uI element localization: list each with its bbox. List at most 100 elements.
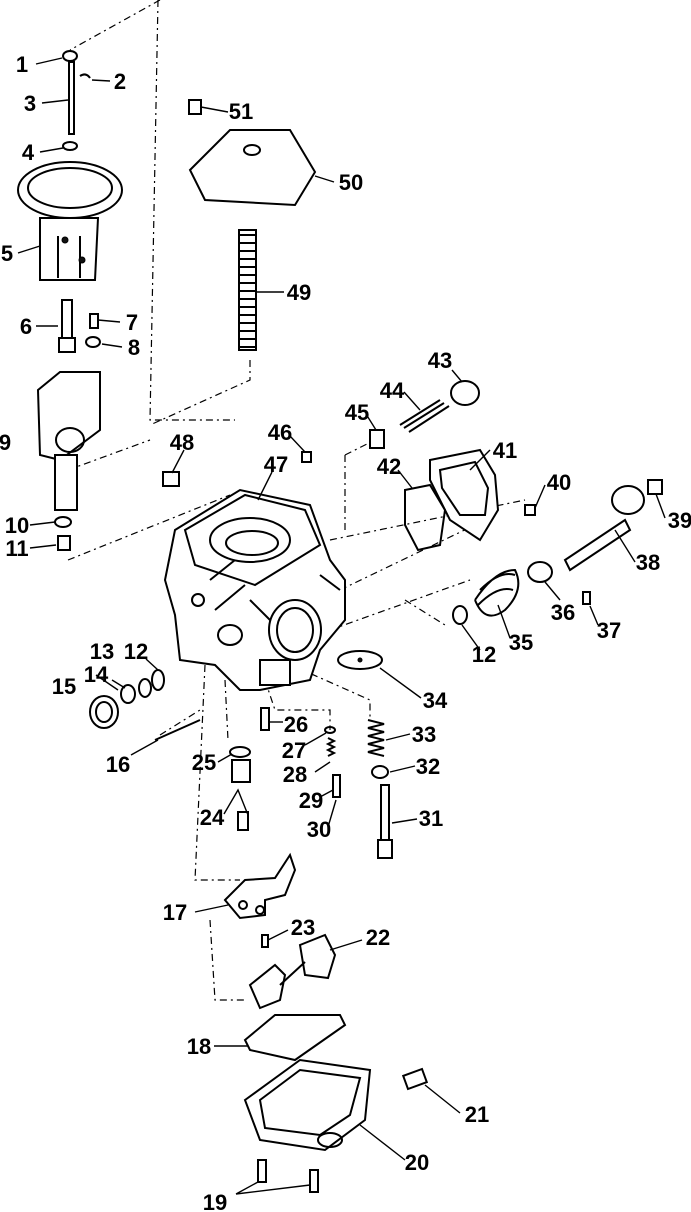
part-5-diaphragm-slide bbox=[17, 161, 123, 281]
callout-47: 47 bbox=[264, 452, 288, 477]
callout-29: 29 bbox=[299, 788, 323, 813]
callout-46: 46 bbox=[268, 420, 292, 445]
part-44-spring bbox=[399, 399, 450, 433]
callout-49: 49 bbox=[287, 280, 311, 305]
part-46-screw bbox=[301, 451, 312, 463]
part-48-screw bbox=[162, 471, 180, 487]
part-28-spring bbox=[325, 737, 337, 757]
callout-45: 45 bbox=[345, 400, 369, 425]
part-31-bolt bbox=[377, 784, 393, 859]
part-25-oring bbox=[229, 746, 251, 758]
callout-12: 12 bbox=[124, 639, 148, 664]
part-18-gasket bbox=[243, 1014, 347, 1062]
callout-21: 21 bbox=[465, 1102, 489, 1127]
callout-17: 17 bbox=[163, 900, 187, 925]
part-36-bushing bbox=[527, 561, 553, 583]
callout-11: 11 bbox=[5, 536, 28, 561]
callout-34: 34 bbox=[423, 688, 448, 713]
part-34-valve-plate bbox=[337, 650, 383, 670]
callout-38: 38 bbox=[636, 550, 660, 575]
callout-23: 23 bbox=[291, 915, 315, 940]
part-42-gasket bbox=[404, 483, 447, 552]
callout-14: 14 bbox=[84, 662, 109, 687]
part-22-float bbox=[248, 933, 337, 1010]
callout-12-second: 12 bbox=[472, 642, 496, 667]
callout-41: 41 bbox=[493, 438, 517, 463]
part-19-screws bbox=[257, 1159, 319, 1193]
callout-33: 33 bbox=[412, 722, 436, 747]
part-14-clip bbox=[120, 684, 136, 704]
part-10-oring bbox=[54, 516, 72, 528]
leader-lines bbox=[17, 57, 666, 1195]
part-1-cap bbox=[62, 50, 78, 62]
callout-10: 10 bbox=[5, 513, 29, 538]
callout-27: 27 bbox=[282, 738, 306, 763]
callout-39: 39 bbox=[668, 508, 691, 533]
callout-26: 26 bbox=[284, 712, 308, 737]
part-41-cover bbox=[429, 448, 500, 542]
part-26-jet bbox=[260, 707, 270, 731]
callout-30: 30 bbox=[307, 817, 331, 842]
callout-35: 35 bbox=[509, 630, 533, 655]
part-40-screw bbox=[524, 504, 536, 516]
callout-1: 1 bbox=[16, 52, 28, 77]
part-51-screw bbox=[188, 99, 202, 115]
part-33-spring bbox=[367, 719, 385, 757]
part-27-oring bbox=[324, 726, 336, 734]
part-4-washer bbox=[62, 141, 78, 151]
carburetor-body bbox=[163, 488, 346, 691]
part-12-washer bbox=[151, 669, 165, 691]
callout-7: 7 bbox=[126, 310, 138, 335]
callout-13: 13 bbox=[90, 639, 114, 664]
callout-6: 6 bbox=[20, 314, 32, 339]
callout-5: 5 bbox=[1, 241, 13, 266]
part-2-clip bbox=[79, 73, 91, 79]
callout-9: 9 bbox=[0, 430, 11, 455]
part-50-top-cover bbox=[188, 129, 317, 207]
part-6-jet bbox=[58, 299, 76, 353]
callout-44: 44 bbox=[380, 378, 405, 403]
callout-4: 4 bbox=[22, 140, 35, 165]
part-12b-washer bbox=[452, 605, 468, 625]
part-45-plunger bbox=[369, 429, 385, 449]
part-13-washer bbox=[138, 678, 152, 698]
callout-8: 8 bbox=[128, 335, 140, 360]
callout-42: 42 bbox=[377, 454, 401, 479]
callout-37: 37 bbox=[597, 618, 621, 643]
part-39-cap bbox=[647, 479, 663, 495]
callout-3: 3 bbox=[24, 91, 36, 116]
part-3-needle bbox=[68, 61, 75, 135]
callout-32: 32 bbox=[416, 754, 440, 779]
part-32-washer bbox=[371, 765, 389, 779]
part-43-cap bbox=[450, 380, 480, 406]
part-21-drain-screw bbox=[401, 1067, 429, 1091]
callout-25: 25 bbox=[192, 750, 216, 775]
callout-24: 24 bbox=[200, 805, 225, 830]
callout-labels: 1 2 3 4 5 6 7 8 9 10 11 12 13 14 15 16 1… bbox=[0, 52, 691, 1212]
part-49-spring bbox=[238, 229, 257, 351]
part-29-screw bbox=[332, 774, 341, 798]
part-23-pin bbox=[261, 934, 269, 948]
callout-15: 15 bbox=[52, 674, 76, 699]
callout-18: 18 bbox=[187, 1034, 211, 1059]
callout-51: 51 bbox=[229, 99, 253, 124]
callout-50: 50 bbox=[339, 170, 363, 195]
part-16-pin bbox=[154, 719, 201, 741]
callout-48: 48 bbox=[170, 430, 194, 455]
part-8-washer bbox=[85, 336, 101, 348]
part-11-jet bbox=[57, 535, 71, 551]
part-24-needle-valve bbox=[231, 759, 251, 831]
part-9-holder bbox=[36, 371, 101, 511]
callout-20: 20 bbox=[405, 1150, 429, 1175]
callout-2: 2 bbox=[114, 69, 126, 94]
part-37-pin bbox=[582, 591, 591, 605]
part-35-spring bbox=[474, 568, 520, 617]
callout-36: 36 bbox=[551, 600, 575, 625]
callout-16: 16 bbox=[106, 752, 130, 777]
callout-28: 28 bbox=[283, 762, 307, 787]
callout-43: 43 bbox=[428, 348, 452, 373]
part-20-float-bowl bbox=[243, 1058, 372, 1152]
callout-31: 31 bbox=[419, 806, 443, 831]
